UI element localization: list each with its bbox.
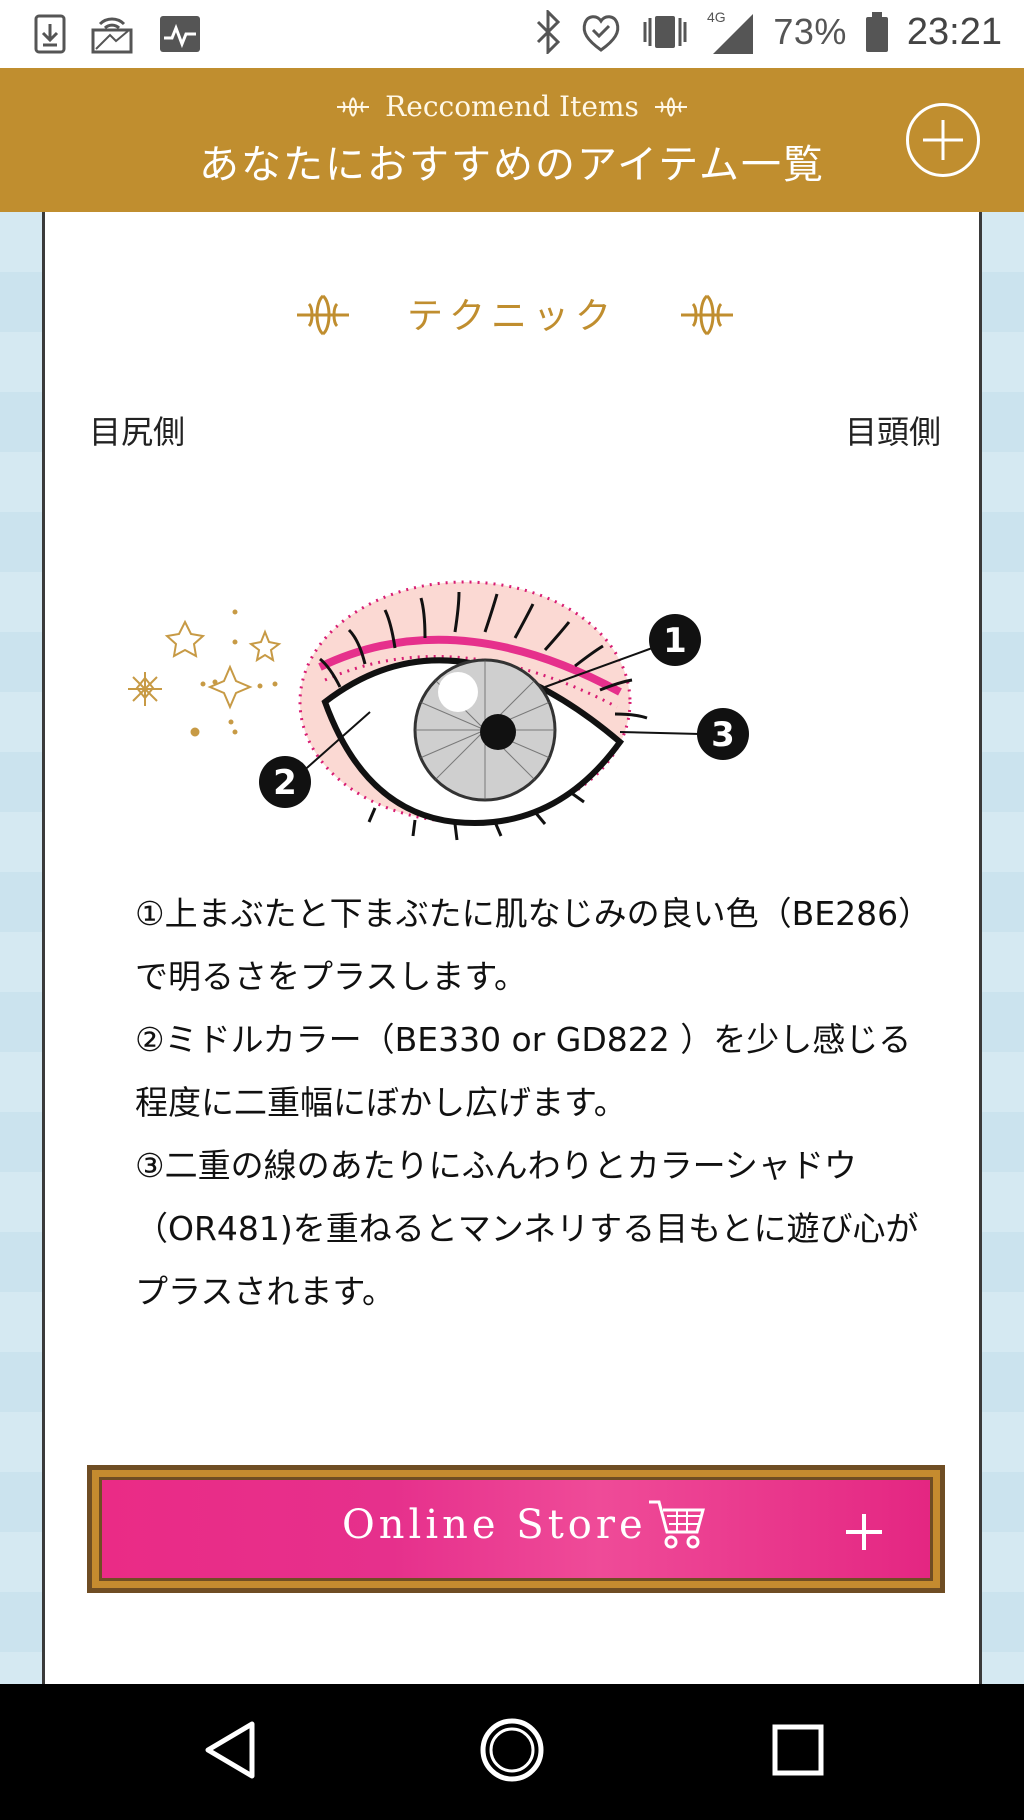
cast-icon (90, 14, 134, 54)
plus-icon (846, 1514, 882, 1550)
background-pattern-right (982, 212, 1024, 1684)
section-title: テクニック (406, 296, 617, 337)
inner-eye-label: 目頭側 (844, 413, 941, 451)
download-icon (34, 14, 66, 54)
back-icon[interactable] (200, 1718, 260, 1782)
vibrate-icon (641, 10, 689, 54)
ornament-icon (654, 96, 687, 117)
svg-text:4G: 4G (707, 9, 726, 25)
clock: 23:21 (906, 10, 1002, 53)
flourish-left-icon (297, 294, 349, 336)
svg-text:1: 1 (663, 621, 687, 661)
bluetooth-icon (535, 10, 561, 54)
cart-icon (649, 1500, 705, 1549)
app-header: Reccomend Items あなたにおすすめのアイテム一覧 (0, 68, 1024, 212)
activity-icon (158, 14, 202, 54)
content-card: テクニック 目尻側 目頭側 (42, 212, 982, 1684)
heart-shield-icon (579, 10, 623, 54)
ornament-icon (337, 96, 370, 117)
page-title: あなたにおすすめのアイテム一覧 (199, 142, 825, 188)
svg-text:3: 3 (711, 715, 735, 755)
status-bar: 4G 73% 23:21 (0, 0, 1024, 68)
header-subtitle: Reccomend Items (385, 90, 639, 123)
flourish-right-icon (681, 294, 733, 336)
plus-circle-icon[interactable] (906, 103, 980, 177)
online-store-button-inner: Online Store (99, 1477, 933, 1581)
step-3-text: ③二重の線のあたりにふんわりとカラーシャドウ（OR481)を重ねるとマンネリする… (135, 1146, 919, 1311)
background-pattern-left (0, 212, 42, 1684)
recents-icon[interactable] (770, 1722, 826, 1778)
header-subtitle-row: Reccomend Items (0, 90, 1024, 123)
online-store-label: Online Store (342, 1502, 647, 1548)
step-1-text: ①上まぶたと下まぶたに肌なじみの良い色（BE286）で明るさをプラスします。 (135, 894, 915, 996)
signal-icon: 4G (707, 8, 755, 56)
technique-description: ①上まぶたと下まぶたに肌なじみの良い色（BE286）で明るさをプラスします。 ②… (135, 882, 925, 1323)
svg-text:2: 2 (273, 763, 297, 803)
eye-diagram: 1 2 3 (128, 580, 749, 841)
battery-icon (865, 11, 889, 53)
sparkles-icon (128, 609, 282, 737)
outer-eye-label: 目尻側 (89, 413, 186, 451)
online-store-button[interactable]: Online Store (87, 1465, 945, 1593)
home-icon[interactable] (478, 1716, 546, 1784)
system-nav-bar (0, 1684, 1024, 1820)
battery-percentage: 73% (773, 11, 847, 52)
step-2-text: ②ミドルカラー（BE330 or GD822 ）を少し感じる程度に二重幅にぼかし… (135, 1020, 912, 1122)
